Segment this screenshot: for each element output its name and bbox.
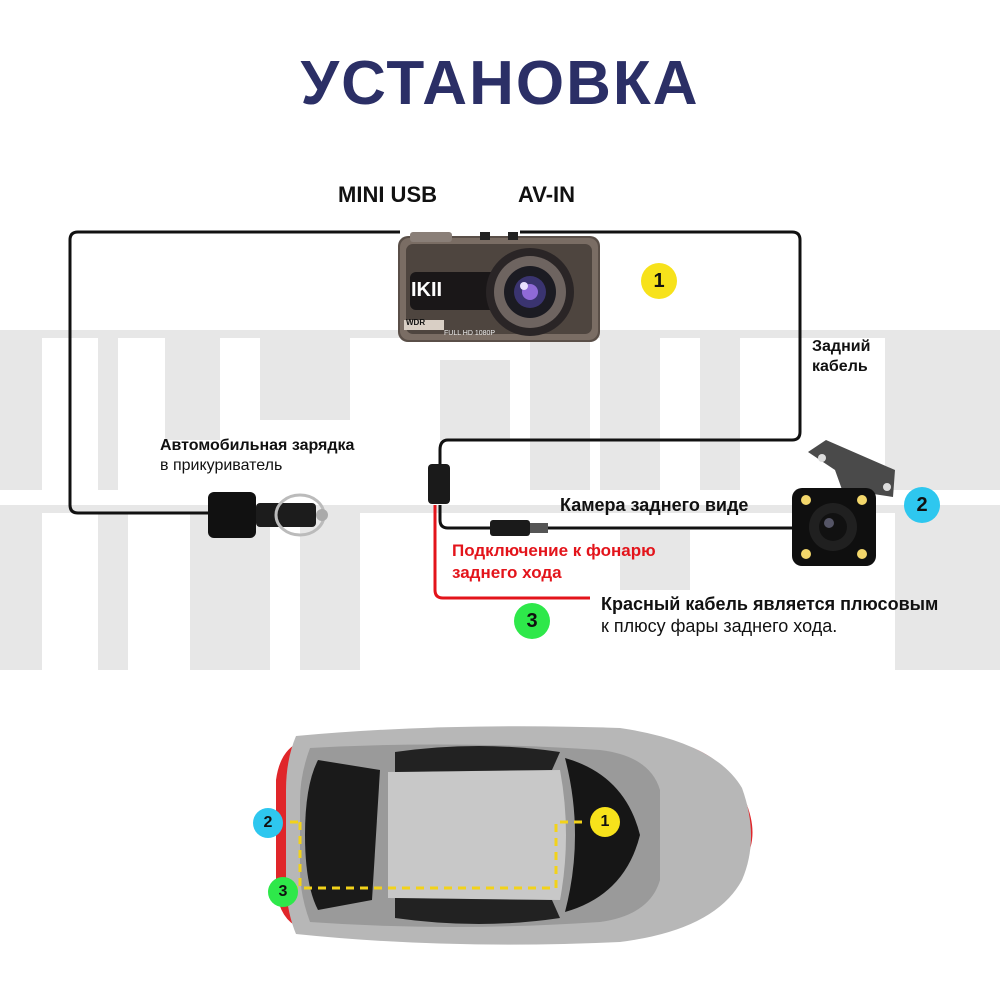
dashcam-logo: IKII bbox=[411, 279, 442, 302]
red-cable-label: Красный кабель является плюсовым к плюсу… bbox=[601, 593, 938, 637]
car-top-view-image bbox=[276, 726, 753, 944]
car-marker-2: 2 bbox=[253, 808, 283, 838]
rear-camera-label: Камера заднего виде bbox=[560, 494, 748, 516]
marker-1: 1 bbox=[641, 263, 677, 299]
car-marker-1: 1 bbox=[590, 807, 620, 837]
marker-3: 3 bbox=[514, 603, 550, 639]
marker-2: 2 bbox=[904, 487, 940, 523]
reverse-light-label: Подключение к фонарю заднего хода bbox=[452, 540, 656, 584]
car-charger-label: Автомобильная зарядка в прикуриватель bbox=[160, 436, 354, 476]
mini-usb-label: MINI USB bbox=[338, 182, 437, 208]
rear-camera-image bbox=[792, 440, 895, 566]
dashcam-fullhd: FULL HD 1080P bbox=[444, 330, 495, 337]
car-marker-3: 3 bbox=[268, 877, 298, 907]
rear-cable-label: Задний кабель bbox=[812, 337, 870, 377]
inline-connector bbox=[428, 464, 450, 504]
rca-plug bbox=[490, 520, 530, 536]
dashcam-wdr: WDR bbox=[406, 318, 425, 327]
av-in-label: AV-IN bbox=[518, 182, 575, 208]
page-title: УСТАНОВКА bbox=[0, 48, 1000, 119]
